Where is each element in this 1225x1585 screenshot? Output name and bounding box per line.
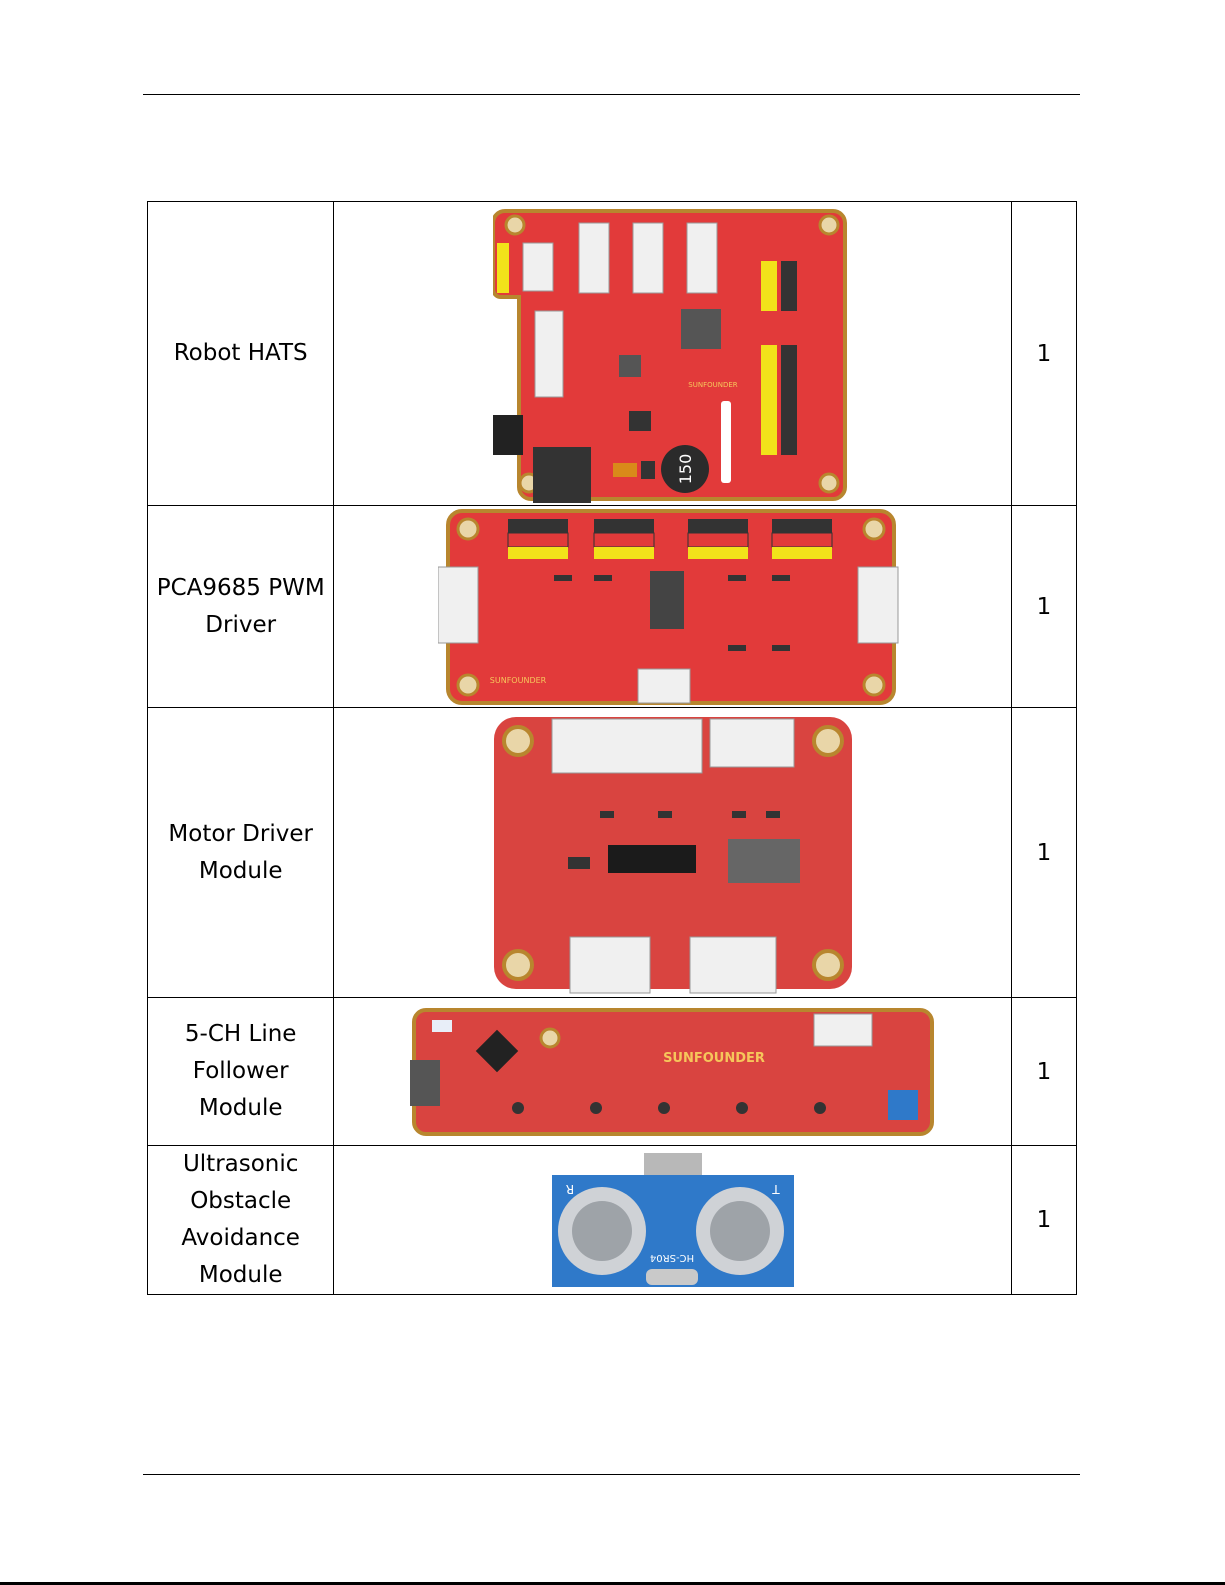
part-image-cell: HC-SR04 R T — [334, 1146, 1011, 1295]
robot-hats-board-image: 150 SUNFOUNDER — [493, 205, 853, 503]
brand-label: SUNFOUNDER — [489, 676, 546, 685]
parts-table: Robot HATS — [147, 201, 1077, 1295]
motor-driver-module-image — [488, 711, 858, 995]
model-label: HC-SR04 — [650, 1252, 694, 1263]
part-image-cell: SUNFOUNDER — [334, 998, 1011, 1146]
part-name-cell: 5-CH Line Follower Module — [148, 998, 334, 1146]
part-qty-cell: 1 — [1011, 202, 1076, 506]
table-row: Ultrasonic Obstacle Avoidance Module HC-… — [148, 1146, 1077, 1295]
part-name-cell: PCA9685 PWM Driver — [148, 506, 334, 708]
pca9685-pwm-driver-board-image: SUNFOUNDER — [438, 509, 908, 705]
footer-rule — [143, 1474, 1080, 1475]
part-image-cell: 150 SUNFOUNDER — [334, 202, 1011, 506]
table-row: Robot HATS — [148, 202, 1077, 506]
part-qty-cell: 1 — [1011, 708, 1076, 998]
table-row: PCA9685 PWM Driver — [148, 506, 1077, 708]
table-row: Motor Driver Module 1 — [148, 708, 1077, 998]
part-image-cell — [334, 708, 1011, 998]
part-qty-cell: 1 — [1011, 506, 1076, 708]
table-row: 5-CH Line Follower Module SUNFOUNDER 1 — [148, 998, 1077, 1146]
inductor-label: 150 — [676, 453, 695, 484]
line-follower-module-image: SUNFOUNDER — [410, 1006, 936, 1138]
part-qty-cell: 1 — [1011, 1146, 1076, 1295]
part-name-cell: Motor Driver Module — [148, 708, 334, 998]
part-name-cell: Ultrasonic Obstacle Avoidance Module — [148, 1146, 334, 1295]
transmitter-label: T — [771, 1182, 780, 1196]
receiver-label: R — [565, 1182, 573, 1196]
part-name-cell: Robot HATS — [148, 202, 334, 506]
part-image-cell: SUNFOUNDER — [334, 506, 1011, 708]
header-rule — [143, 94, 1080, 95]
part-qty-cell: 1 — [1011, 998, 1076, 1146]
brand-label: SUNFOUNDER — [688, 381, 738, 389]
brand-label: SUNFOUNDER — [663, 1051, 765, 1066]
ultrasonic-module-image: HC-SR04 R T — [550, 1151, 796, 1289]
